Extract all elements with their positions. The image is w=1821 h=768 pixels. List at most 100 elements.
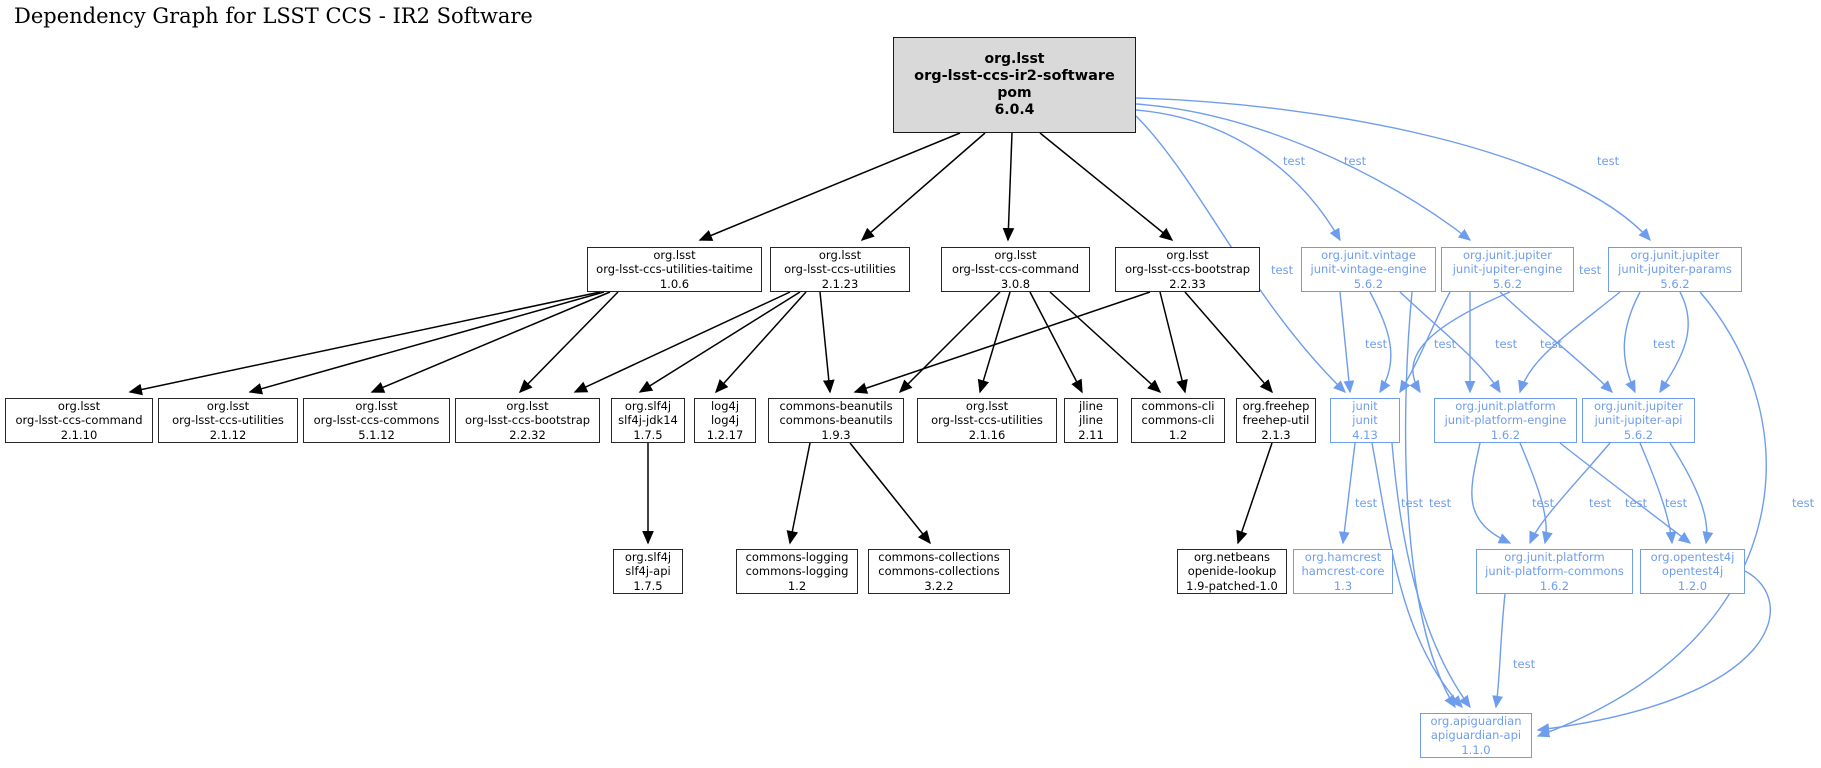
node-version: 1.7.5 bbox=[633, 427, 663, 442]
node-version: 1.6.2 bbox=[1490, 427, 1521, 442]
node-group: commons-cli bbox=[1141, 399, 1215, 414]
edge-label-test: test bbox=[1271, 263, 1294, 277]
node-group: org.lsst bbox=[1166, 248, 1209, 263]
node-version: 1.2.17 bbox=[706, 427, 744, 442]
node-artifact: junit-jupiter-api bbox=[1594, 413, 1683, 428]
node-version: 2.1.23 bbox=[821, 276, 859, 291]
node-version: 5.6.2 bbox=[1492, 276, 1523, 291]
edge-label-test: test bbox=[1665, 496, 1688, 510]
node-version: 1.2.0 bbox=[1677, 578, 1708, 593]
node-version: 5.1.12 bbox=[358, 427, 395, 442]
node-artifact: commons-beanutils bbox=[779, 413, 893, 428]
node-version: 1.3 bbox=[1333, 578, 1353, 593]
node-group: org.lsst bbox=[506, 399, 549, 414]
node-version: 2.2.32 bbox=[509, 427, 546, 442]
edge-label-test: test bbox=[1513, 657, 1536, 671]
node-group: log4j bbox=[710, 399, 740, 414]
edge-label-test: test bbox=[1401, 496, 1424, 510]
node-group: org.opentest4j bbox=[1650, 550, 1735, 565]
node-group: org.lsst bbox=[994, 248, 1037, 263]
node-artifact: apiguardian-api bbox=[1430, 728, 1522, 743]
node-artifact: org-lsst-ccs-command bbox=[15, 413, 143, 428]
node-group: org.junit.jupiter bbox=[1594, 399, 1683, 414]
node-group: commons-logging bbox=[745, 550, 849, 565]
node-group: org.lsst bbox=[818, 248, 862, 263]
edge-label-test: test bbox=[1589, 496, 1612, 510]
node-group: org.junit.platform bbox=[1455, 399, 1556, 414]
node-artifact: openide-lookup bbox=[1187, 564, 1277, 579]
edge-label-test: test bbox=[1283, 154, 1306, 168]
node-artifact: log4j bbox=[710, 413, 740, 428]
node-version: 1.7.5 bbox=[633, 578, 663, 593]
node-group: org.lsst bbox=[984, 50, 1045, 67]
node-group: org.junit.jupiter bbox=[1463, 248, 1552, 263]
node-group: commons-collections bbox=[878, 550, 1000, 565]
edge-label-test: test bbox=[1792, 496, 1815, 510]
node-group: org.lsst bbox=[653, 248, 696, 263]
node-artifact: slf4j-api bbox=[625, 564, 671, 579]
node-artifact: freehep-util bbox=[1242, 413, 1310, 428]
edge-label-test: test bbox=[1532, 496, 1555, 510]
node-group: org.junit.vintage bbox=[1321, 248, 1416, 263]
page-title: Dependency Graph for LSST CCS - IR2 Soft… bbox=[14, 4, 533, 28]
node-version: 5.6.2 bbox=[1353, 276, 1384, 291]
node-group: junit bbox=[1352, 399, 1378, 414]
node-group: org.hamcrest bbox=[1304, 550, 1382, 565]
node-version: 6.0.4 bbox=[994, 102, 1035, 119]
node-version: 2.1.16 bbox=[968, 427, 1006, 442]
node-version: 1.0.6 bbox=[659, 276, 690, 291]
node-version: 5.6.2 bbox=[1660, 276, 1690, 291]
node-version: 1.1.0 bbox=[1461, 742, 1491, 757]
node-artifact: hamcrest-core bbox=[1301, 564, 1385, 579]
node-artifact: junit-vintage-engine bbox=[1310, 262, 1427, 277]
node-group: org.slf4j bbox=[624, 399, 672, 414]
node-group: commons-beanutils bbox=[779, 399, 893, 414]
node-version: 1.2 bbox=[787, 578, 807, 593]
node-artifact: org-lsst-ccs-utilities bbox=[784, 262, 896, 277]
node-artifact: junit-platform-engine bbox=[1444, 413, 1567, 428]
edge-label-test: test bbox=[1434, 337, 1457, 351]
node-group: org.lsst bbox=[965, 399, 1009, 414]
node-artifact: junit-jupiter-engine bbox=[1452, 262, 1563, 277]
edge-label-test: test bbox=[1365, 337, 1388, 351]
node-artifact: commons-cli bbox=[1141, 413, 1215, 428]
node-version: 2.11 bbox=[1078, 427, 1104, 442]
node-group: org.freehep bbox=[1242, 399, 1310, 414]
node-version: 3.0.8 bbox=[1000, 276, 1031, 291]
node-version: 1.6.2 bbox=[1539, 578, 1570, 593]
edge-label-test: test bbox=[1355, 496, 1378, 510]
node-artifact: commons-collections bbox=[878, 564, 1000, 579]
node-artifact: org-lsst-ccs-bootstrap bbox=[464, 413, 591, 428]
